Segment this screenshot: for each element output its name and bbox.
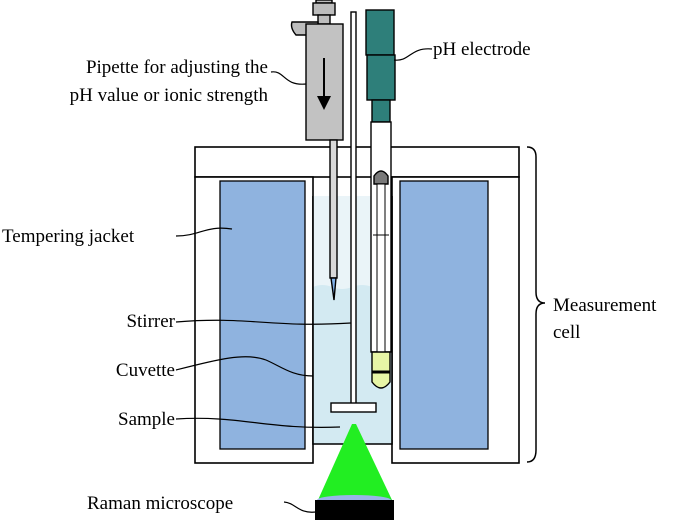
pipette-plunger-stem (317, 14, 331, 25)
sample-leader (175, 417, 341, 428)
pipette-label-line1: Pipette for adjusting the (86, 57, 268, 78)
electrode-collar (371, 99, 391, 123)
objective-body (315, 500, 394, 520)
measurement-cell-label-line1: Measurement (553, 295, 657, 316)
tempering-jacket-leader (175, 227, 233, 237)
pipette-tip (330, 277, 337, 301)
cuvette-label: Cuvette (116, 360, 175, 381)
electrode-cap (365, 9, 395, 56)
electrode-head (366, 54, 396, 101)
electrode-inner-tube (376, 183, 386, 355)
housing-top-bar (194, 146, 520, 178)
pipette-label-line2: pH value or ionic strength (70, 85, 269, 106)
measurement-cell-brace (526, 146, 546, 463)
electrode-bulb-marker (373, 170, 389, 185)
raman-microscope-label: Raman microscope (87, 493, 233, 514)
sample-label: Sample (118, 409, 175, 430)
tempering-jacket-label: Tempering jacket (2, 226, 135, 247)
raman-microscope-leader (283, 501, 317, 513)
stirrer (330, 11, 377, 413)
tempering-jacket-left (219, 180, 306, 450)
ph-electrode-leader (393, 48, 433, 61)
pipette-leader (270, 71, 307, 85)
stirrer-leader (175, 319, 352, 325)
ph-electrode (365, 9, 396, 389)
down-arrow-icon (317, 58, 331, 110)
stirrer-paddle (330, 402, 377, 413)
pipette-plunger-head (312, 2, 336, 16)
stirrer-label: Stirrer (126, 311, 175, 332)
cuvette-leader (175, 356, 314, 377)
pipette-lower-tube (329, 139, 338, 279)
ph-electrode-label: pH electrode (433, 39, 531, 60)
measurement-cell-label-line2: cell (553, 322, 580, 343)
leader-lines (175, 48, 433, 513)
raman-microscope (315, 424, 394, 520)
tempering-jacket-right (399, 180, 489, 450)
laser-beam (318, 424, 392, 500)
electrode-glass-tip (371, 351, 391, 389)
stirrer-shaft (350, 11, 357, 405)
